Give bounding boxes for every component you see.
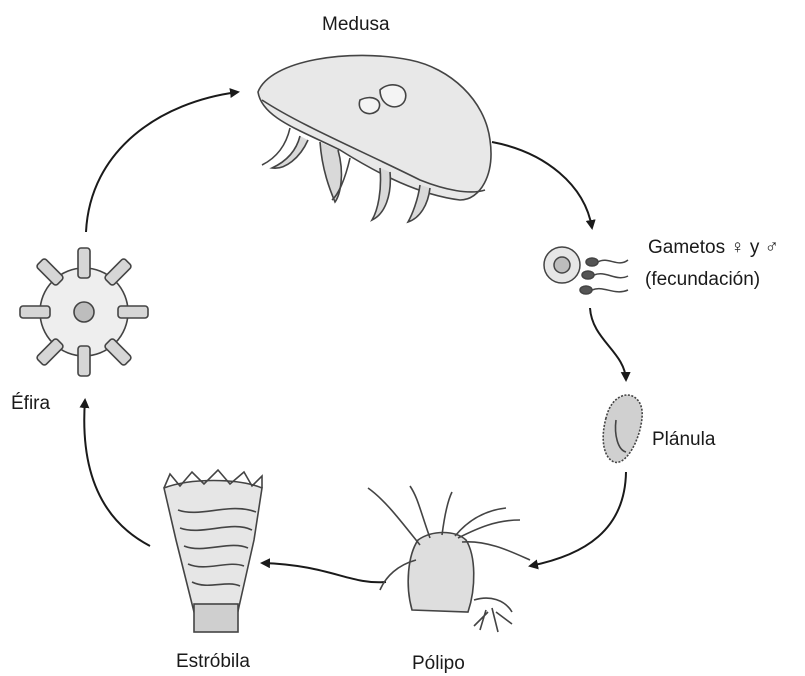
label-polipo: Pólipo: [412, 652, 465, 676]
arrow-gametos-to-planula: [590, 308, 626, 380]
label-gametos: Gametos ♀ y ♂: [648, 236, 779, 260]
label-planula: Plánula: [652, 428, 715, 452]
medusa-illustration: [258, 55, 491, 222]
arrow-efira-to-medusa: [86, 92, 238, 232]
arrow-medusa-to-gametos: [492, 142, 592, 228]
estrobila-illustration: [164, 470, 262, 632]
polipo-illustration: [368, 486, 530, 632]
arrow-planula-to-polipo: [530, 472, 626, 566]
label-estrobila: Estróbila: [176, 650, 250, 674]
label-efira: Éfira: [11, 392, 50, 416]
label-fecundacion: (fecundación): [645, 268, 760, 292]
efira-illustration: [20, 248, 148, 376]
planula-illustration: [603, 395, 642, 462]
arrow-polipo-to-estrobila: [262, 563, 386, 582]
gametes-illustration: [544, 247, 628, 294]
label-medusa: Medusa: [322, 13, 390, 37]
arrow-estrobila-to-efira: [84, 400, 150, 546]
